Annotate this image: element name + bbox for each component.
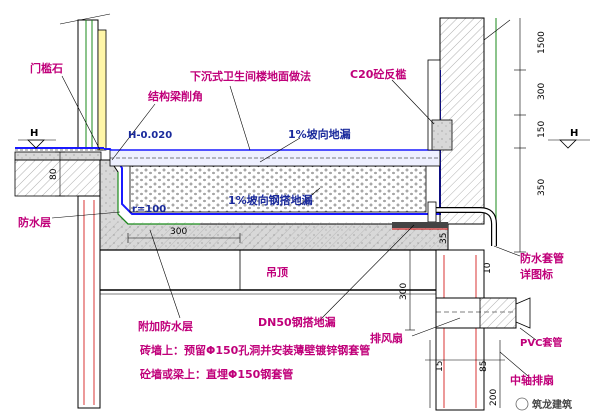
drawing-title: 下沉式卫生间楼地面做法 xyxy=(190,69,311,83)
waterproof-layer-label: 防水层 xyxy=(18,215,51,229)
extra-waterproof-label: 附加防水层 xyxy=(138,319,193,333)
drain-pipe xyxy=(427,201,497,246)
elevation-label: H-0.020 xyxy=(128,130,172,141)
dim-150: 150 xyxy=(537,121,547,138)
suspended-ceiling xyxy=(100,250,436,295)
left-column xyxy=(77,195,101,409)
elevation-marker-right xyxy=(548,139,590,149)
threshold-stone-label: 门槛石 xyxy=(30,61,63,75)
dn50-drain-label: DN50钢搭地漏 xyxy=(258,315,336,329)
dim-85: 85 xyxy=(479,361,489,372)
pvc-sleeve-label: PVC套管 xyxy=(520,336,562,349)
dimension-lines xyxy=(55,18,526,408)
elevation-h-left: H xyxy=(30,128,38,139)
beam-chamfer-label: 结构梁削角 xyxy=(147,89,203,103)
left-floor-slab xyxy=(14,147,104,197)
dim-300-bottom: 300 xyxy=(170,227,187,237)
note-concrete-wall: 砼墙或梁上：直埋Φ150钢套管 xyxy=(140,367,293,381)
dim-15: 15 xyxy=(435,361,445,372)
dim-35: 35 xyxy=(439,233,449,244)
c20-curb-label: C20砼反槛 xyxy=(350,67,406,81)
dim-10: 10 xyxy=(483,262,493,274)
sleeve-detail-label-2: 详图标 xyxy=(520,267,553,281)
dim-80: 80 xyxy=(49,168,59,180)
dim-300-top: 300 xyxy=(537,83,547,100)
mid-span-fan-label: 中轴排扇 xyxy=(510,373,554,387)
watermark: 筑龙建筑 xyxy=(515,397,572,411)
slope-floor-drain-label: 1%坡向地漏 xyxy=(288,127,351,141)
dim-350: 350 xyxy=(537,179,547,196)
right-column xyxy=(435,249,485,411)
exhaust-duct xyxy=(435,297,531,329)
dim-1500: 1500 xyxy=(537,31,547,54)
leader-lines xyxy=(51,75,537,377)
elevation-h-right: H xyxy=(570,128,578,139)
c20-concrete-curb xyxy=(431,119,453,151)
dim-200: 200 xyxy=(489,389,499,406)
ceiling-label: 吊顶 xyxy=(266,266,288,279)
slope-steel-drain-label: 1%坡向钢搭地漏 xyxy=(228,193,313,207)
radius-label: r=100 xyxy=(132,204,166,215)
drain-sleeve xyxy=(392,222,448,230)
watermark-text: 筑龙建筑 xyxy=(532,398,572,411)
dim-300-vert: 300 xyxy=(399,283,409,300)
elevation-marker-left xyxy=(18,139,56,149)
note-brick-wall: 砖墙上：预留Φ150孔洞并安装薄壁镀锌钢套管 xyxy=(140,343,370,357)
sleeve-detail-label-1: 防水套管 xyxy=(520,251,564,265)
exhaust-fan-label: 排风扇 xyxy=(370,331,403,345)
left-wall xyxy=(59,13,111,151)
finished-floor-screed xyxy=(109,149,441,167)
